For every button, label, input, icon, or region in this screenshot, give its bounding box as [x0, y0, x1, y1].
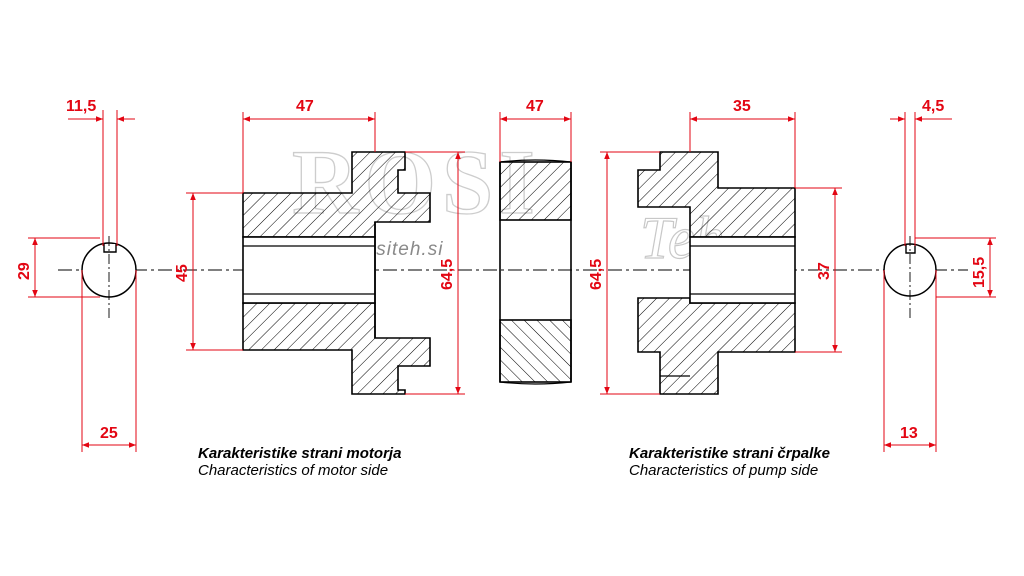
- motor-hub-section: [242, 151, 431, 395]
- caption-pump-slovenian: Karakteristike strani črpalke: [629, 445, 830, 462]
- dim-pump-keyway-width: 4,5: [922, 98, 944, 115]
- caption-motor-english: Characteristics of motor side: [198, 462, 388, 479]
- caption-pump-english: Characteristics of pump side: [629, 462, 818, 479]
- dim-motor-bore: 29: [16, 262, 33, 280]
- spider-section: [499, 159, 572, 385]
- motor-shaft-section: [81, 236, 137, 318]
- pump-hub-section: [637, 151, 796, 395]
- dim-motor-shaft: 25: [100, 425, 118, 442]
- pump-shaft-section: [883, 236, 937, 320]
- dim-motor-keyway-width: 11,5: [66, 98, 96, 115]
- dim-spider-outer: 64,5: [588, 259, 605, 290]
- dim-motor-hub-length: 47: [296, 98, 314, 115]
- dim-pump-keyway-depth: 15,5: [971, 257, 988, 288]
- dim-pump-hub-diameter: 37: [816, 262, 833, 280]
- dim-motor-jaw-outer: 64,5: [439, 259, 456, 290]
- dim-pump-shaft: 13: [900, 425, 918, 442]
- dimension-lines: [28, 110, 996, 452]
- dim-pump-hub-length: 35: [733, 98, 751, 115]
- caption-motor-slovenian: Karakteristike strani motorja: [198, 445, 401, 462]
- dim-motor-hub-diameter: 45: [174, 264, 191, 282]
- dim-spider-length: 47: [526, 98, 544, 115]
